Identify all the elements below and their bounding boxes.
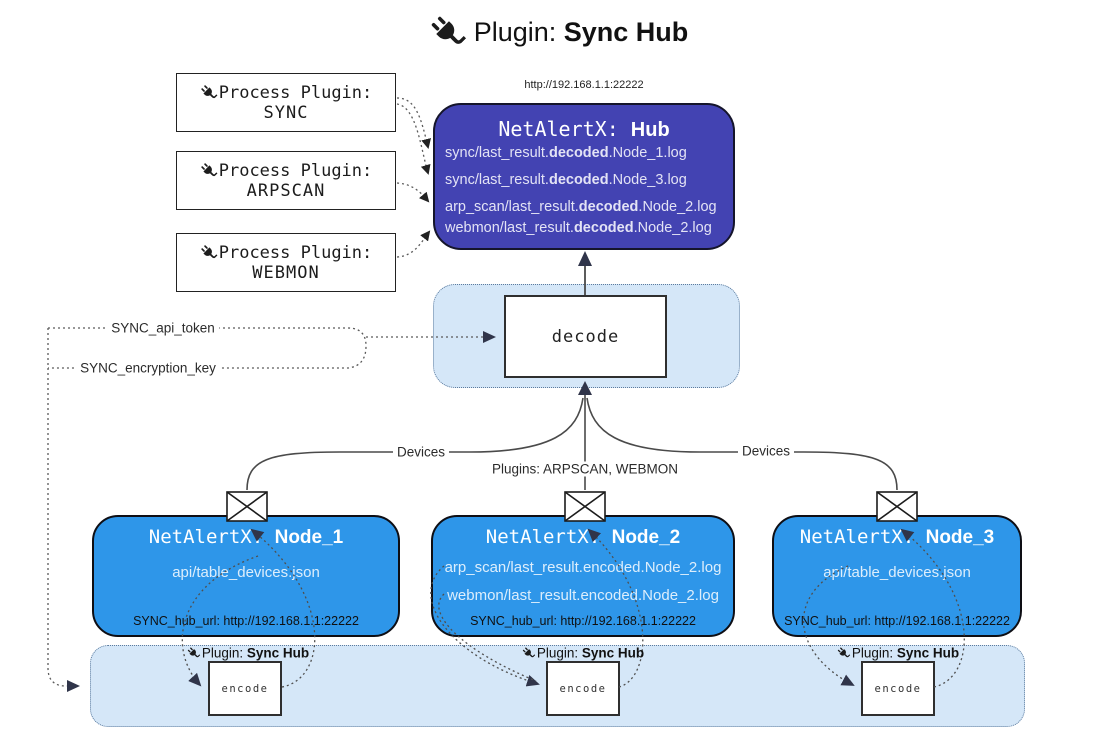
hub-log-line: arp_scan/last_result.decoded.Node_2.log	[445, 199, 729, 218]
node-title: NetAlertX: Node_3	[774, 526, 1020, 549]
plugin-label: Process Plugin:	[218, 82, 373, 103]
plug-icon	[184, 644, 202, 662]
plugin-label: Process Plugin:	[218, 160, 373, 181]
log-suffix: .Node_2.log	[638, 199, 717, 215]
log-suffix: .Node_2.log	[633, 220, 712, 236]
node-title-bold: Node_2	[611, 527, 681, 548]
node-title: NetAlertX: Node_2	[433, 526, 733, 549]
plugin-name: SYNC	[263, 102, 309, 123]
encode-box: encode	[546, 661, 620, 716]
log-prefix: sync/last_result.	[445, 172, 549, 188]
plug-icon	[196, 80, 220, 104]
plugins-edge-label: Plugins: ARPSCAN, WEBMON	[487, 461, 683, 477]
band-label-prefix: Plugin:	[851, 645, 897, 661]
devices-label-right: Devices	[737, 443, 795, 459]
title-bold: Sync Hub	[563, 16, 689, 47]
process-plugin-arpscan: Process Plugin: ARPSCAN	[176, 151, 396, 210]
log-bold: decoded	[573, 220, 634, 236]
plug-icon	[196, 240, 220, 264]
sync-api-token-label: SYNC_api_token	[107, 320, 219, 336]
node-file-line: webmon/last_result.encoded.Node_2.log	[447, 587, 719, 604]
node-title: NetAlertX: Node_1	[94, 526, 398, 549]
encode-box: encode	[861, 661, 935, 716]
node-title-prefix: NetAlertX:	[148, 526, 275, 548]
page-title: Plugin: Sync Hub	[474, 17, 689, 48]
node-file-line: api/table_devices.json	[823, 564, 971, 581]
plugin-name: ARPSCAN	[246, 180, 326, 201]
plugin-name: WEBMON	[252, 262, 320, 283]
log-suffix: .Node_3.log	[608, 172, 687, 188]
band-plugin-label: Plugin: Sync Hub	[187, 646, 309, 661]
node-hub-url: SYNC_hub_url: http://192.168.1.1:22222	[470, 614, 696, 628]
hub-log-line: sync/last_result.decoded.Node_3.log	[445, 172, 729, 191]
node-hub-url: SYNC_hub_url: http://192.168.1.1:22222	[784, 614, 1010, 628]
node-title-prefix: NetAlertX:	[799, 526, 926, 548]
log-bold: decoded	[548, 145, 609, 161]
node-file-line: api/table_devices.json	[172, 564, 320, 581]
log-bold: decoded	[548, 172, 609, 188]
encode-box: encode	[208, 661, 282, 716]
hub-node: NetAlertX: Hub sync/last_result.decoded.…	[433, 103, 735, 250]
plug-icon	[421, 7, 472, 58]
band-label-bold: Sync Hub	[581, 645, 645, 661]
node-title-prefix: NetAlertX:	[485, 526, 612, 548]
title-prefix: Plugin:	[473, 16, 564, 47]
band-label-text: Plugin: Sync Hub	[202, 646, 309, 661]
band-label-bold: Sync Hub	[246, 645, 310, 661]
plug-icon	[834, 644, 852, 662]
plugin-label: Process Plugin:	[218, 242, 373, 263]
log-prefix: arp_scan/last_result.	[445, 199, 579, 215]
band-label-text: Plugin: Sync Hub	[852, 646, 959, 661]
node-1: NetAlertX: Node_1 api/table_devices.json…	[92, 515, 400, 637]
plug-icon	[196, 158, 220, 182]
process-plugin-webmon: Process Plugin: WEBMON	[176, 233, 396, 292]
node-3: NetAlertX: Node_3 api/table_devices.json…	[772, 515, 1022, 637]
devices-label-left: Devices	[392, 444, 450, 460]
diagram-title: Plugin: Sync Hub	[0, 14, 1117, 50]
hub-title: NetAlertX: Hub	[435, 117, 733, 142]
hub-title-prefix: NetAlertX:	[498, 117, 631, 141]
plug-icon	[519, 644, 537, 662]
band-label-prefix: Plugin:	[201, 645, 247, 661]
band-label-bold: Sync Hub	[896, 645, 960, 661]
log-bold: decoded	[578, 199, 639, 215]
log-prefix: webmon/last_result.	[445, 220, 574, 236]
node-title-bold: Node_1	[274, 527, 344, 548]
band-label-text: Plugin: Sync Hub	[537, 646, 644, 661]
node-2: NetAlertX: Node_2 arp_scan/last_result.e…	[431, 515, 735, 637]
log-suffix: .Node_1.log	[608, 145, 687, 161]
plugin-to-hub-links	[396, 97, 431, 258]
process-plugin-sync: Process Plugin: SYNC	[176, 73, 396, 132]
hub-title-bold: Hub	[630, 119, 670, 141]
hub-url-label: http://192.168.1.1:22222	[524, 79, 644, 91]
sync-encryption-key-label: SYNC_encryption_key	[76, 360, 220, 376]
hub-log-line: sync/last_result.decoded.Node_1.log	[445, 145, 729, 164]
node-title-bold: Node_3	[925, 527, 995, 548]
hub-log-line: webmon/last_result.decoded.Node_2.log	[445, 220, 729, 239]
decode-box: decode	[504, 295, 667, 378]
band-plugin-label: Plugin: Sync Hub	[837, 646, 959, 661]
band-label-prefix: Plugin:	[536, 645, 582, 661]
log-prefix: sync/last_result.	[445, 145, 549, 161]
node-hub-url: SYNC_hub_url: http://192.168.1.1:22222	[133, 614, 359, 628]
band-plugin-label: Plugin: Sync Hub	[522, 646, 644, 661]
node-file-line: arp_scan/last_result.encoded.Node_2.log	[444, 559, 722, 576]
